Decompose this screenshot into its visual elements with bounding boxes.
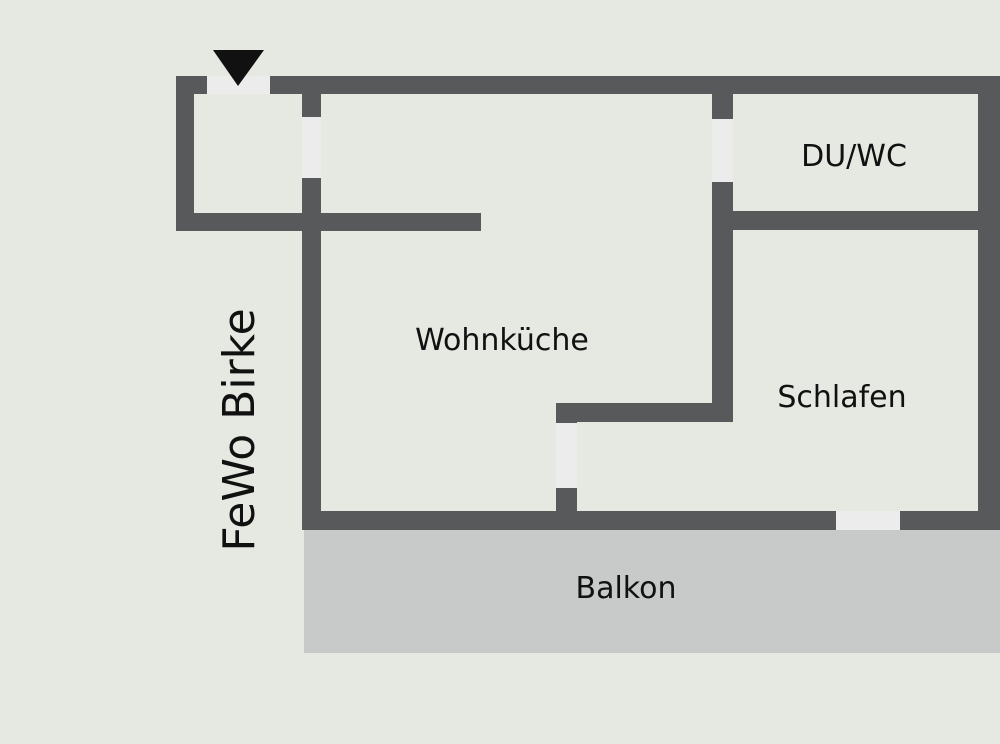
bedroom-left-wall: [712, 182, 733, 422]
bedroom-corridor-wall: [556, 403, 733, 422]
entrance-bottom-wall: [176, 213, 481, 231]
apartment-title: FeWo Birke: [214, 308, 265, 552]
room-label-kitchen: Wohnküche: [415, 323, 589, 358]
bedroom-door-opening: [556, 423, 577, 488]
left-exterior-wall: [302, 178, 321, 530]
balcony-door-opening: [836, 511, 900, 530]
bath-door-opening: [712, 119, 733, 182]
bath-bedroom-wall: [733, 211, 1000, 230]
right-exterior-wall: [978, 76, 1000, 530]
bottom-wall-right: [900, 511, 1000, 530]
room-label-bath: DU/WC: [801, 139, 907, 174]
room-label-balcony: Balkon: [575, 571, 677, 606]
top-exterior-wall: [270, 76, 1000, 94]
corridor-wall-joint: [556, 403, 577, 423]
room-label-bedroom: Schlafen: [777, 380, 907, 415]
entrance-left-wall: [176, 76, 194, 231]
corridor-wall-bottom: [556, 488, 577, 530]
kitchen-door-opening: [302, 117, 321, 178]
entrance-arrow-icon: [213, 50, 264, 86]
balcony-area: [304, 528, 1000, 653]
entrance-divider-top: [302, 76, 321, 117]
entrance-top-left-wall: [176, 76, 207, 94]
bath-wall-top: [712, 76, 733, 119]
